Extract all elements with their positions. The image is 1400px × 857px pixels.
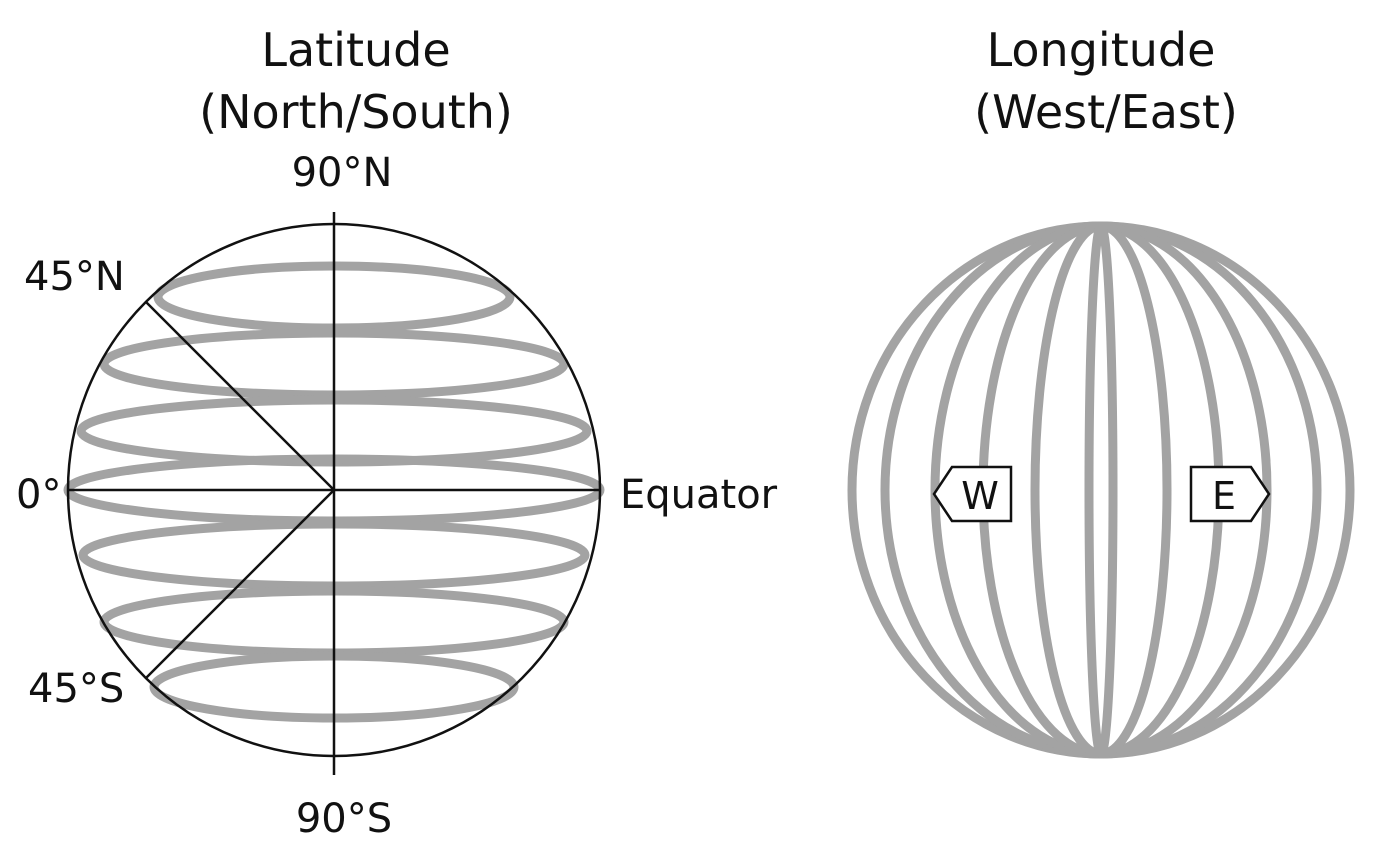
west-marker-shape — [932, 465, 1013, 523]
longitude-panel: Longitude (West/East) W E — [847, 23, 1355, 759]
meridian-line — [1084, 221, 1118, 759]
meridian-line — [978, 221, 1224, 759]
label-45s: 45°S — [28, 666, 124, 712]
latitude-panel: Latitude (North/South) 90°N 45°N 0° Equa… — [16, 23, 778, 842]
angle-line-45s — [145, 489, 335, 679]
east-marker: E — [1189, 465, 1271, 523]
east-marker-shape — [1189, 465, 1271, 523]
latitude-title-line2: (North/South) — [199, 85, 513, 139]
longitude-meridians — [847, 221, 1355, 759]
meridian-line — [1030, 221, 1172, 759]
meridian-line — [847, 221, 1355, 759]
latitude-title-line1: Latitude — [261, 23, 450, 77]
label-west: W — [961, 474, 999, 518]
label-east: E — [1212, 474, 1236, 518]
latitude-axes — [68, 212, 600, 775]
angle-line-45n — [145, 301, 335, 491]
label-equator: Equator — [620, 472, 778, 518]
label-90s: 90°S — [296, 796, 392, 842]
longitude-title-line1: Longitude — [987, 23, 1216, 77]
label-90n: 90°N — [292, 150, 393, 196]
longitude-title-line2: (West/East) — [974, 85, 1238, 139]
west-marker: W — [932, 465, 1013, 523]
label-45n: 45°N — [24, 254, 125, 300]
label-0: 0° — [16, 472, 61, 518]
